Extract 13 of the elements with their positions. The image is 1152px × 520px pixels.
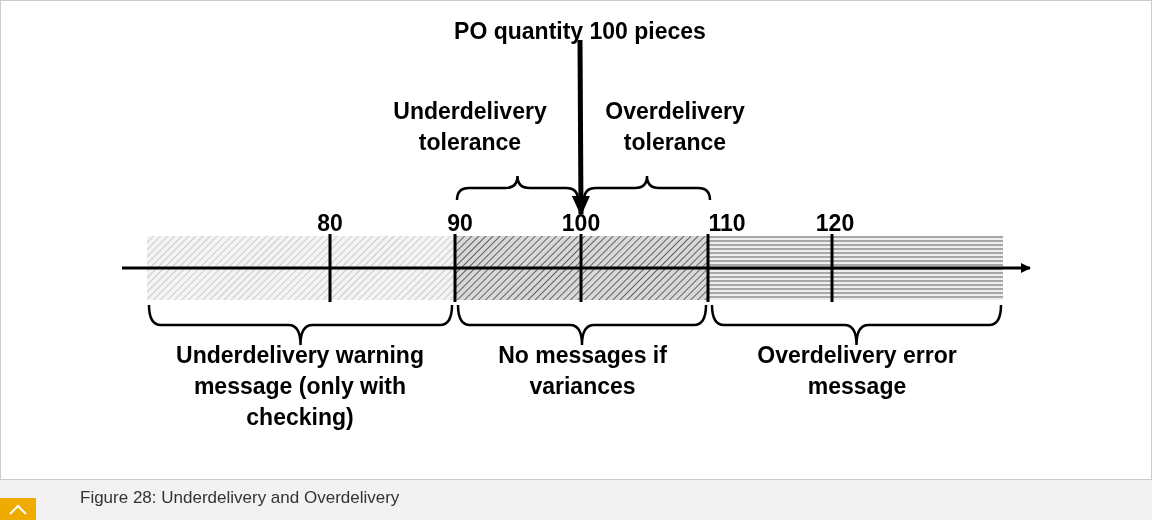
tick-label: 80: [316, 209, 344, 238]
range-label: No messages if variances: [497, 341, 668, 401]
tick-label: 110: [707, 209, 747, 238]
tick-label: 120: [814, 209, 856, 238]
range-label: Overdelivery error message: [756, 341, 958, 401]
tolerance-label: Underdelivery tolerance: [392, 97, 548, 157]
arrow: [571, 40, 590, 216]
figure-caption: Figure 28: Underdelivery and Overdelivery: [80, 488, 400, 508]
tick-label: 100: [556, 208, 606, 239]
tick-label: 90: [446, 209, 474, 238]
tolerance-label: Overdelivery tolerance: [604, 97, 746, 157]
range-label: Underdelivery warning message (only with checking): [175, 341, 425, 432]
heading-label: PO quantity 100 pieces: [420, 16, 740, 47]
